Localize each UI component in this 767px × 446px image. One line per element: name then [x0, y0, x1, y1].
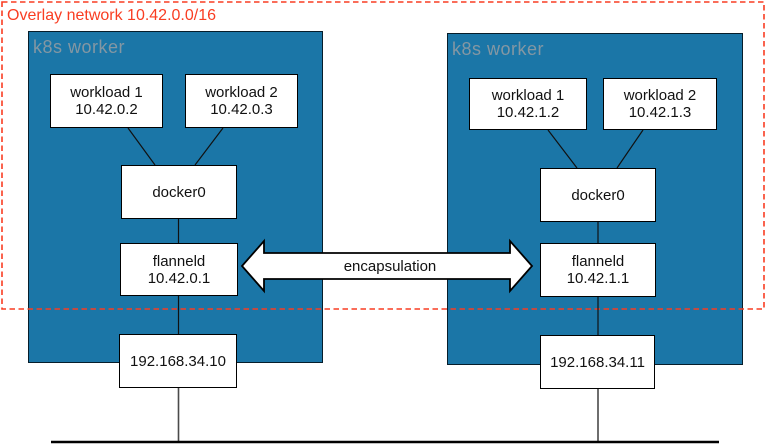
connector-right-workload2-docker0	[616, 129, 644, 169]
workload-ip: 10.42.1.2	[496, 104, 560, 121]
docker0-bridge-box-left: docker0	[121, 165, 237, 219]
flanneld-box-left: flanneld 10.42.0.1	[120, 243, 238, 296]
workload-box-left-2: workload 2 10.42.0.3	[185, 74, 298, 128]
flanneld-ip: 10.42.1.1	[566, 270, 630, 287]
encapsulation-arrow	[240, 238, 534, 294]
docker0-bridge-box-right: docker0	[540, 168, 656, 222]
flanneld-ip: 10.42.0.1	[147, 269, 211, 287]
workload-name: workload 2	[205, 84, 278, 101]
workload-name: workload 2	[623, 87, 697, 104]
host-ip-box-right: 192.168.34.11	[540, 335, 655, 389]
overlay-network-boundary	[1, 1, 765, 310]
worker-title-right: k8s worker	[452, 39, 545, 59]
workload-ip: 10.42.0.3	[210, 101, 273, 118]
bridge-name: docker0	[571, 186, 625, 204]
connector-left-workload1-docker0	[127, 127, 156, 166]
flanneld-box-right: flanneld 10.42.1.1	[540, 243, 656, 297]
host-ip: 192.168.34.11	[550, 353, 645, 371]
encapsulation-label: encapsulation	[343, 258, 437, 275]
workload-ip: 10.42.0.2	[75, 101, 138, 118]
connector-left-workload2-docker0	[194, 127, 224, 166]
flanneld-name: flanneld	[571, 253, 625, 270]
connector-right-workload1-docker0	[547, 129, 578, 169]
worker-title-left: k8s worker	[33, 37, 126, 57]
workload-name: workload 1	[70, 84, 143, 101]
host-ip-box-left: 192.168.34.10	[119, 334, 237, 388]
workload-ip: 10.42.1.3	[628, 104, 692, 121]
overlay-network-label: Overlay network 10.42.0.0/16	[7, 7, 217, 24]
host-ip: 192.168.34.10	[130, 352, 226, 370]
bridge-name: docker0	[152, 183, 206, 201]
workload-name: workload 1	[491, 87, 565, 104]
workload-box-right-2: workload 2 10.42.1.3	[603, 78, 717, 130]
workload-box-left-1: workload 1 10.42.0.2	[50, 74, 163, 128]
workload-box-right-1: workload 1 10.42.1.2	[469, 78, 587, 130]
flanneld-name: flanneld	[152, 252, 206, 270]
